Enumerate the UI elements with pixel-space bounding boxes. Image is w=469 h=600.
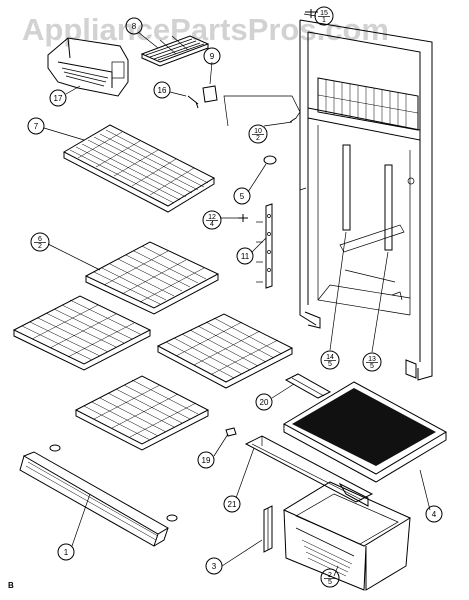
callout-c4: 4	[425, 505, 443, 523]
support-strip-20	[284, 373, 332, 399]
callout-label: 17	[54, 94, 63, 103]
fraction-callout-f15: 15 1	[314, 6, 334, 26]
callout-c21: 21	[223, 495, 241, 513]
shelf-bottom	[74, 375, 210, 451]
callout-label: 3	[212, 562, 217, 571]
fraction-callout-f12: 12 4	[202, 210, 222, 230]
fraction-num: 12	[208, 214, 216, 221]
fraction-num: 15	[320, 10, 328, 17]
shelf-middle-left	[12, 295, 152, 371]
screw-18	[187, 95, 199, 109]
shelf-support-left	[342, 144, 351, 231]
callout-c9: 9	[203, 47, 221, 65]
callout-label: 4	[432, 510, 437, 519]
callout-label: 21	[228, 500, 237, 509]
fraction-num: 6	[38, 236, 42, 243]
drawer-front-1	[19, 444, 178, 547]
callout-c19: 19	[197, 451, 215, 469]
screw-12	[238, 214, 248, 222]
callout-label: 20	[260, 398, 269, 407]
fraction-den: 5	[328, 361, 332, 368]
corner-label: B	[8, 581, 14, 590]
callout-label: 5	[240, 192, 245, 201]
icemaker-assembly	[47, 37, 129, 97]
fraction-den: 2	[38, 243, 42, 250]
callout-label: 7	[34, 122, 39, 131]
shelf-6-top	[84, 241, 220, 315]
callout-label: 9	[210, 52, 215, 61]
bushing-left	[49, 444, 61, 452]
fraction-num: 2	[328, 572, 332, 579]
bushing-right	[166, 514, 178, 522]
callout-c17: 17	[49, 89, 67, 107]
callout-c11: 11	[236, 247, 254, 265]
fraction-num: 13	[368, 356, 376, 363]
fraction-num: 10	[254, 128, 262, 135]
cabinet	[299, 19, 433, 381]
freezer-shelf-grid	[317, 80, 419, 128]
fraction-callout-f2: 2 5	[320, 568, 340, 588]
leader-lines	[43, 13, 431, 577]
callout-c5: 5	[233, 187, 251, 205]
callout-c7: 7	[27, 117, 45, 135]
fraction-callout-f14: 14 5	[320, 350, 340, 370]
callout-c16: 16	[153, 81, 171, 99]
crisper-drawer	[282, 481, 412, 591]
fraction-den: 4	[210, 221, 214, 228]
grommet-5	[263, 155, 277, 165]
callout-c8top: 8	[125, 17, 143, 35]
callout-label: 8	[132, 22, 137, 31]
callout-label: 16	[158, 86, 167, 95]
watermark-text: AppliancePartsPros.com	[22, 12, 389, 47]
fraction-den: 2	[256, 135, 260, 142]
fraction-callout-f13: 13 5	[362, 352, 382, 372]
fraction-callout-f6: 6 2	[30, 232, 50, 252]
clip-19	[225, 427, 237, 437]
fraction-callout-f10: 10 2	[248, 124, 268, 144]
callout-label: 11	[241, 252, 250, 261]
freezer-shelf-7	[62, 124, 216, 213]
callout-c1: 1	[57, 543, 75, 561]
crisper-cover-4	[282, 381, 448, 483]
shelf-middle-right	[156, 313, 294, 389]
bracket-9	[202, 85, 218, 103]
fraction-den: 5	[370, 363, 374, 370]
drawer-slide-3	[263, 505, 273, 553]
ice-tray	[140, 35, 210, 67]
callout-c3: 3	[205, 557, 223, 575]
callout-label: 19	[202, 456, 211, 465]
fraction-den: 5	[328, 579, 332, 586]
part-10	[289, 117, 297, 123]
shelf-support-right	[384, 164, 393, 251]
callout-c20: 20	[255, 393, 273, 411]
callout-label: 1	[64, 548, 69, 557]
fraction-num: 14	[326, 354, 334, 361]
fraction-den: 1	[322, 17, 326, 24]
